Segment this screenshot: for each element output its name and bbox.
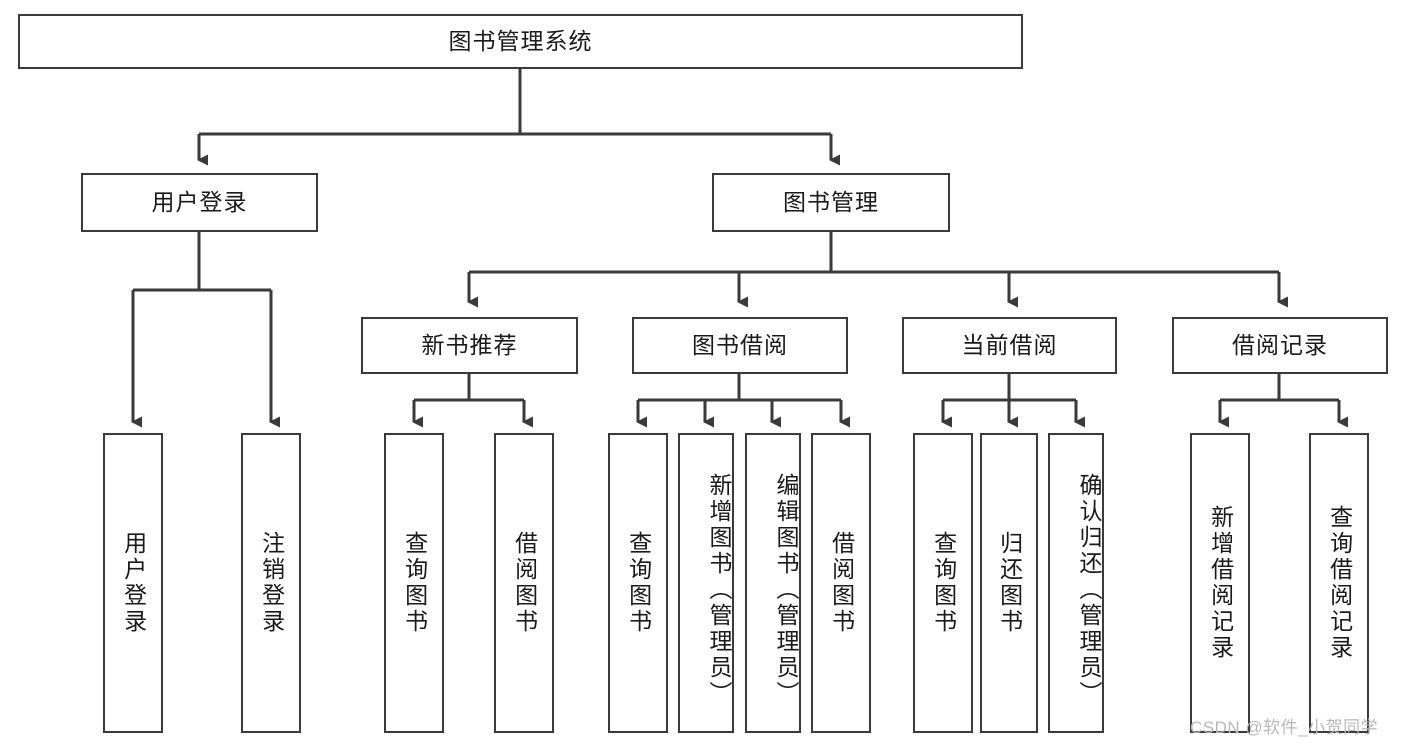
node-label: 借阅图书 [828,531,855,635]
node-book-management[interactable]: 图书管理 [712,173,950,232]
node-label: 新增借阅记录 [1207,505,1234,661]
node-leaf-borrow-book-1[interactable]: 借阅图书 [494,433,554,733]
node-label: 新增图书（管理员） [706,473,732,707]
node-label: 查询借阅记录 [1326,505,1353,661]
node-label: 图书管理系统 [448,27,593,54]
csdn-watermark: CSDN @软件_小贺同学 [1190,718,1379,737]
node-leaf-confirm-return-admin[interactable]: 确认归还（管理员） [1048,433,1104,733]
node-label: 借阅图书 [511,531,538,635]
node-label: 确认归还（管理员） [1076,473,1102,707]
node-label: 归还图书 [996,531,1023,635]
node-label: 用户登录 [151,188,248,215]
node-label: 查询图书 [625,531,652,635]
node-leaf-add-borrow-record[interactable]: 新增借阅记录 [1190,433,1250,733]
node-borrow-record[interactable]: 借阅记录 [1172,317,1388,374]
node-label: 新书推荐 [421,331,518,358]
node-leaf-return-book[interactable]: 归还图书 [980,433,1038,733]
node-label: 借阅记录 [1232,331,1328,358]
node-leaf-query-book-1[interactable]: 查询图书 [384,433,444,733]
node-current-borrow[interactable]: 当前借阅 [902,317,1117,374]
node-leaf-query-book-3[interactable]: 查询图书 [913,433,973,733]
node-leaf-user-login[interactable]: 用户登录 [103,433,163,733]
node-label: 查询图书 [930,531,957,635]
node-leaf-logout-login[interactable]: 注销登录 [241,433,301,733]
node-leaf-query-book-2[interactable]: 查询图书 [608,433,668,733]
node-user-login[interactable]: 用户登录 [81,173,318,232]
node-label: 图书借阅 [692,331,788,358]
node-book-borrow[interactable]: 图书借阅 [632,317,848,374]
node-label: 图书管理 [783,188,879,215]
node-leaf-add-book-admin[interactable]: 新增图书（管理员） [678,433,734,733]
node-label: 注销登录 [258,531,285,635]
node-label: 查询图书 [401,531,428,635]
node-leaf-query-borrow-record[interactable]: 查询借阅记录 [1309,433,1369,733]
node-label: 用户登录 [120,531,147,635]
node-label: 当前借阅 [961,331,1058,358]
node-leaf-borrow-book-2[interactable]: 借阅图书 [811,433,871,733]
node-label: 编辑图书（管理员） [773,473,799,707]
node-book-management-system[interactable]: 图书管理系统 [18,14,1023,69]
node-leaf-edit-book-admin[interactable]: 编辑图书（管理员） [745,433,801,733]
node-new-book-recommend[interactable]: 新书推荐 [361,317,578,374]
